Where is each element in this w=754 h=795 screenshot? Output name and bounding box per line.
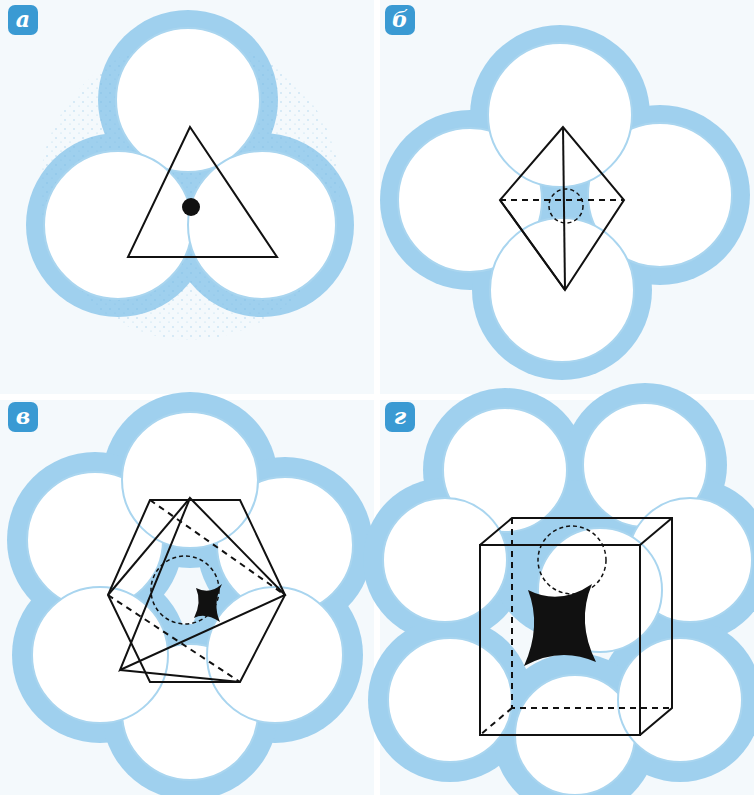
panel-c	[7, 392, 373, 795]
panel-letter: б	[385, 5, 415, 35]
panel-letter: г	[385, 402, 415, 432]
panel-a	[26, 10, 354, 340]
panel-b	[380, 25, 750, 380]
panel-letter: в	[8, 402, 38, 432]
panel-d	[363, 383, 754, 795]
panel-letter: а	[8, 5, 38, 35]
